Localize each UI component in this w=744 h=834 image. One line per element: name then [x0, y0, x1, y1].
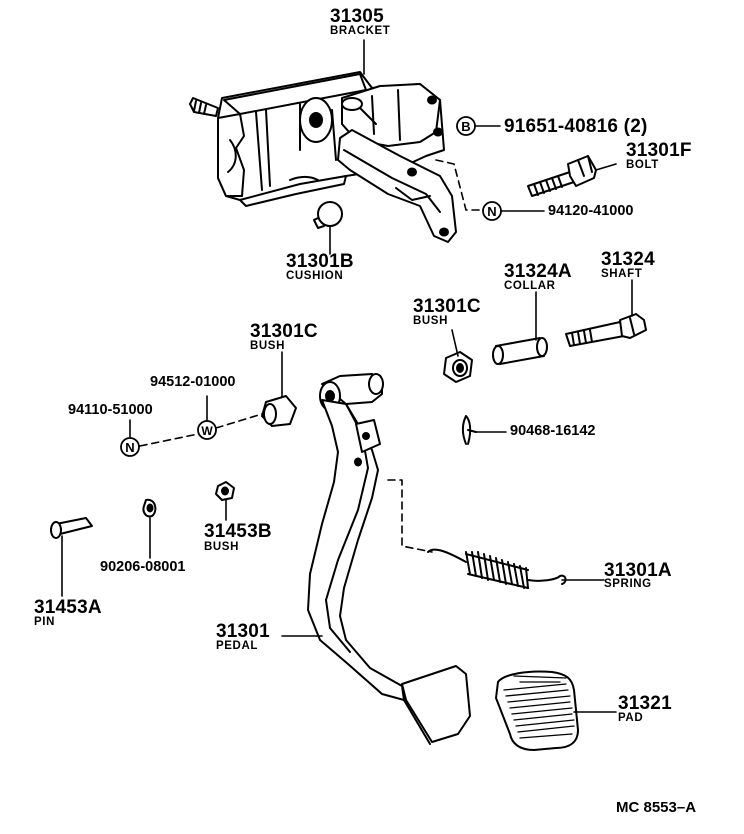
washer-symbol-W: W: [197, 395, 217, 440]
bush-31301C-right: [443, 329, 473, 383]
svg-text:N: N: [487, 204, 496, 219]
svg-text:W: W: [201, 424, 213, 438]
washer-90206-08001: [142, 498, 157, 559]
label-31453A-number: 31453A: [34, 597, 102, 618]
nut-symbol-N-upper: N: [482, 201, 545, 221]
label-94120-number: 94120-41000: [548, 203, 634, 219]
dashed-leader-spring: [387, 479, 433, 553]
bush-31453B: [215, 481, 235, 521]
label-31301A-number: 31301A: [604, 560, 672, 581]
dashed-leader-left: [139, 413, 263, 447]
label-31301F-number: 31301F: [626, 140, 692, 161]
pedal-31301: [281, 373, 471, 745]
label-90206-number: 90206-08001: [100, 559, 186, 575]
shaft-31324: [565, 279, 647, 347]
collar-31324A: [492, 291, 548, 365]
label-31453A-name: PIN: [34, 616, 55, 628]
label-31301C-right-number: 31301C: [413, 296, 481, 317]
label-31305-name: BRACKET: [330, 25, 391, 37]
label-31321-name: PAD: [618, 712, 644, 724]
label-94110-number: 94110-51000: [68, 402, 153, 418]
spring-31301A: [427, 548, 605, 589]
label-31301A-name: SPRING: [604, 578, 652, 590]
label-31301C-left-number: 31301C: [250, 321, 318, 342]
label-31321-number: 31321: [618, 693, 672, 714]
label-31324A-name: COLLAR: [504, 280, 556, 292]
label-31301B-number: 31301B: [286, 251, 354, 272]
cushion-31301B: [313, 201, 343, 255]
bolt-symbol-B: B: [456, 116, 501, 136]
pad-31321: [495, 670, 617, 751]
diagram-code: MC 8553–A: [616, 799, 697, 816]
label-31324-number: 31324: [601, 249, 655, 270]
clip-90468-16142: [462, 415, 507, 445]
nut-symbol-N-lower: N: [120, 419, 140, 457]
label-31301B-name: CUSHION: [286, 270, 344, 282]
svg-text:B: B: [461, 119, 470, 134]
label-31301-number: 31301: [216, 621, 270, 642]
svg-text:N: N: [125, 440, 134, 455]
label-31324-name: SHAFT: [601, 268, 643, 280]
label-31301C-right-name: BUSH: [413, 315, 448, 327]
label-31305-number: 31305: [330, 6, 384, 27]
label-31453B-number: 31453B: [204, 521, 272, 542]
bolt-31301F: [527, 155, 617, 197]
label-91651-number: 91651-40816 (2): [504, 116, 648, 137]
label-31301C-left-name: BUSH: [250, 340, 285, 352]
label-31453B-name: BUSH: [204, 541, 239, 553]
label-31324A-number: 31324A: [504, 261, 572, 282]
bracket-part: [189, 71, 457, 243]
bush-31301C-left: [261, 351, 297, 427]
label-90468-number: 90468-16142: [510, 423, 596, 439]
label-94512-number: 94512-01000: [150, 374, 236, 390]
label-31301F-name: BOLT: [626, 159, 659, 171]
dashed-leader-nut: [435, 159, 485, 211]
label-31301-name: PEDAL: [216, 640, 258, 652]
pin-31453A: [50, 517, 93, 597]
